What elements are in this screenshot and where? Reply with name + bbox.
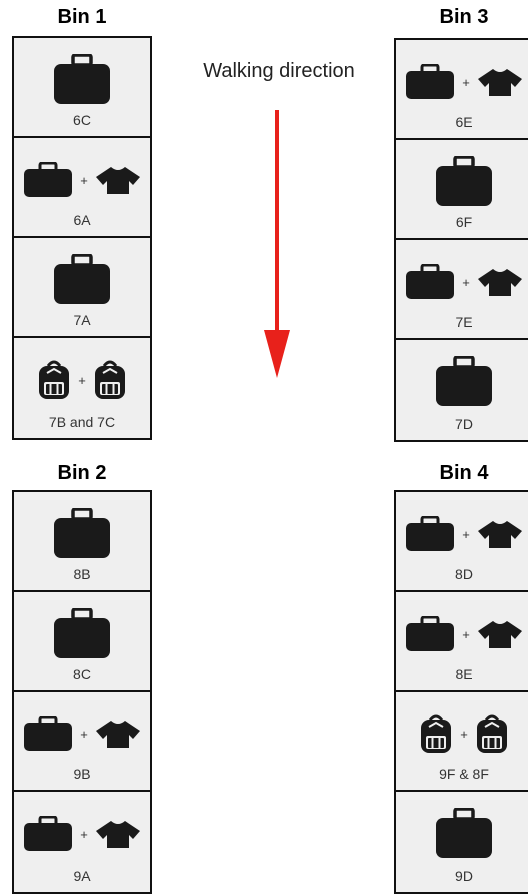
plus-icon: + [80,726,88,742]
suitcase-icon [434,356,494,408]
bin-1-slot: 7A [14,238,150,338]
bin-3-slot: +7E [396,240,528,340]
bin-4-slot: +8E [396,592,528,692]
bin-1-title: Bin 1 [57,6,107,28]
slot-items: + [396,54,528,110]
plus-icon: + [462,74,470,90]
suitcase-small-icon [405,616,455,652]
walking-direction-label: Walking direction [203,60,355,82]
slot-items [14,252,150,308]
bin-3: +6E 6F +7E 7D [394,38,528,442]
seat-label: 9B [73,766,91,782]
seat-label: 8E [455,666,473,682]
backpack-icon [475,714,509,754]
slot-items: + [396,706,528,762]
plus-icon: + [78,372,86,388]
suitcase-small-icon [405,516,455,552]
plus-icon: + [80,826,88,842]
slot-items [396,806,528,862]
slot-items [14,606,150,662]
suitcase-icon [434,808,494,860]
suitcase-icon [52,254,112,306]
backpack-icon [37,360,71,400]
suitcase-small-icon [23,816,73,852]
suitcase-icon [434,156,494,208]
plus-icon: + [462,274,470,290]
seat-label: 7B and 7C [48,414,116,430]
plus-icon: + [462,626,470,642]
bin-2-slot: 8B [14,492,150,592]
slot-items: + [396,254,528,310]
slot-items: + [14,806,150,862]
bin-4-slot: 9D [396,792,528,892]
seat-label: 8C [73,666,91,682]
plus-icon: + [462,526,470,542]
suitcase-icon [52,508,112,560]
slot-items: + [396,506,528,562]
slot-items [396,354,528,410]
bin-1-slot: +6A [14,138,150,238]
seat-label: 6C [73,112,91,128]
slot-items: + [396,606,528,662]
seat-label: 7A [73,312,91,328]
seat-label: 8D [455,566,473,582]
bin-1: 6C +6A 7A +7B and 7C [12,36,152,440]
suitcase-small-icon [405,264,455,300]
suitcase-small-icon [23,162,73,198]
seat-label: 7E [455,314,473,330]
slot-items: + [14,152,150,208]
slot-items [14,506,150,562]
seat-label: 6F [455,214,473,230]
bin-4-slot: +9F & 8F [396,692,528,792]
seat-label: 9F & 8F [439,766,489,782]
shirt-icon [95,819,141,849]
shirt-icon [95,165,141,195]
bin-2-title: Bin 2 [57,462,107,484]
walking-direction-arrow [264,110,290,378]
bin-4-slot: +8D [396,492,528,592]
bin-2-slot: 8C [14,592,150,692]
shirt-icon [477,267,523,297]
shirt-icon [95,719,141,749]
seat-label: 6A [73,212,91,228]
suitcase-small-icon [405,64,455,100]
backpack-icon [93,360,127,400]
seat-label: 9A [73,868,91,884]
bin-2-slot: +9A [14,792,150,892]
bin-2-slot: +9B [14,692,150,792]
shirt-icon [477,519,523,549]
suitcase-small-icon [23,716,73,752]
bin-1-slot: 6C [14,38,150,138]
bin-1-slot: +7B and 7C [14,338,150,438]
bin-3-title: Bin 3 [439,6,489,28]
seat-label: 8B [73,566,91,582]
seat-label: 7D [455,416,473,432]
shirt-icon [477,619,523,649]
seat-label: 6E [455,114,473,130]
bin-4-title: Bin 4 [439,462,489,484]
slot-items [396,154,528,210]
bin-3-slot: +6E [396,40,528,140]
seat-label: 9D [455,868,473,884]
backpack-icon [419,714,453,754]
slot-items: + [14,706,150,762]
suitcase-icon [52,608,112,660]
bin-3-slot: 6F [396,140,528,240]
slot-items [14,52,150,108]
suitcase-icon [52,54,112,106]
plus-icon: + [460,726,468,742]
slot-items: + [14,352,150,408]
shirt-icon [477,67,523,97]
plus-icon: + [80,172,88,188]
bin-3-slot: 7D [396,340,528,440]
